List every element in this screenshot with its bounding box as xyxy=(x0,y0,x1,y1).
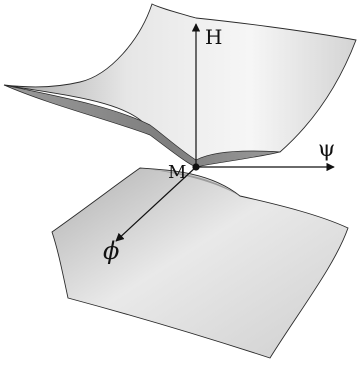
origin-point-label: M xyxy=(168,162,186,183)
depth-axis xyxy=(115,166,197,242)
origin-point xyxy=(192,163,200,171)
upper-surface-underside xyxy=(3,84,281,168)
lower-surface xyxy=(51,167,349,359)
depth-axis-label: ϕ xyxy=(103,237,119,265)
upper-surface xyxy=(3,3,357,168)
horizontal-axis-label: ψ xyxy=(318,137,335,162)
vertical-axis-label: H xyxy=(205,25,222,49)
